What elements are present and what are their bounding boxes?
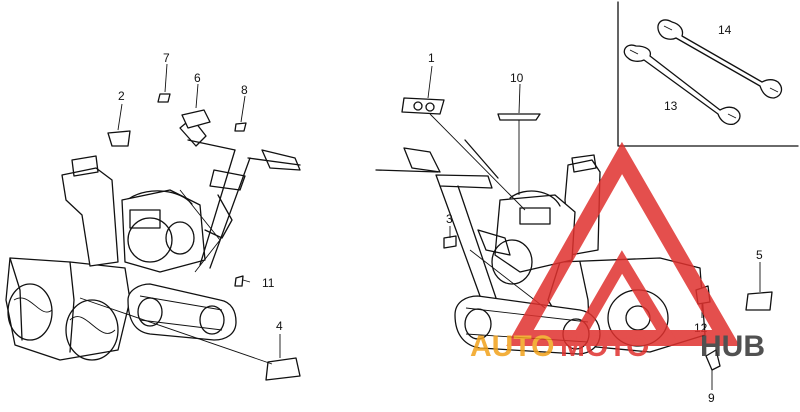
decal-4 [265, 357, 301, 381]
decal-11 [234, 275, 244, 287]
decal-3 [443, 235, 457, 249]
left-decals [107, 93, 301, 381]
decal-9 [705, 349, 721, 371]
watermark-triangle-logo [506, 141, 740, 346]
decal-2 [107, 130, 131, 147]
callout-1: 1 [428, 51, 435, 65]
callouts: 2 7 6 8 11 4 1 10 3 5 12 9 14 13 [118, 23, 763, 405]
decal-6 [181, 109, 211, 129]
callout-10: 10 [510, 71, 524, 85]
callout-5: 5 [756, 248, 763, 262]
tool-box [617, 1, 799, 147]
watermark-text-moto: MOTO [560, 330, 649, 363]
watermark-text-hub: HUB [700, 330, 765, 363]
callout-2: 2 [118, 89, 125, 103]
decal-1 [401, 97, 445, 115]
left-leaders [79, 63, 281, 365]
callout-3: 3 [446, 212, 453, 226]
decal-5 [745, 291, 773, 311]
decal-10 [497, 113, 541, 121]
decal-7 [157, 93, 171, 103]
right-leaders [427, 65, 761, 390]
callout-8: 8 [241, 83, 248, 97]
left-snowblower [5, 117, 301, 361]
callout-14: 14 [718, 23, 732, 37]
callout-9: 9 [708, 391, 715, 405]
callout-6: 6 [194, 71, 201, 85]
watermark-text-auto: AUTO [470, 330, 554, 363]
callout-13: 13 [664, 99, 678, 113]
watermark: AUTO MOTO HUB [470, 141, 765, 363]
callout-11: 11 [262, 276, 275, 290]
callout-4: 4 [276, 319, 283, 333]
decal-8 [234, 122, 247, 132]
callout-7: 7 [163, 51, 170, 65]
